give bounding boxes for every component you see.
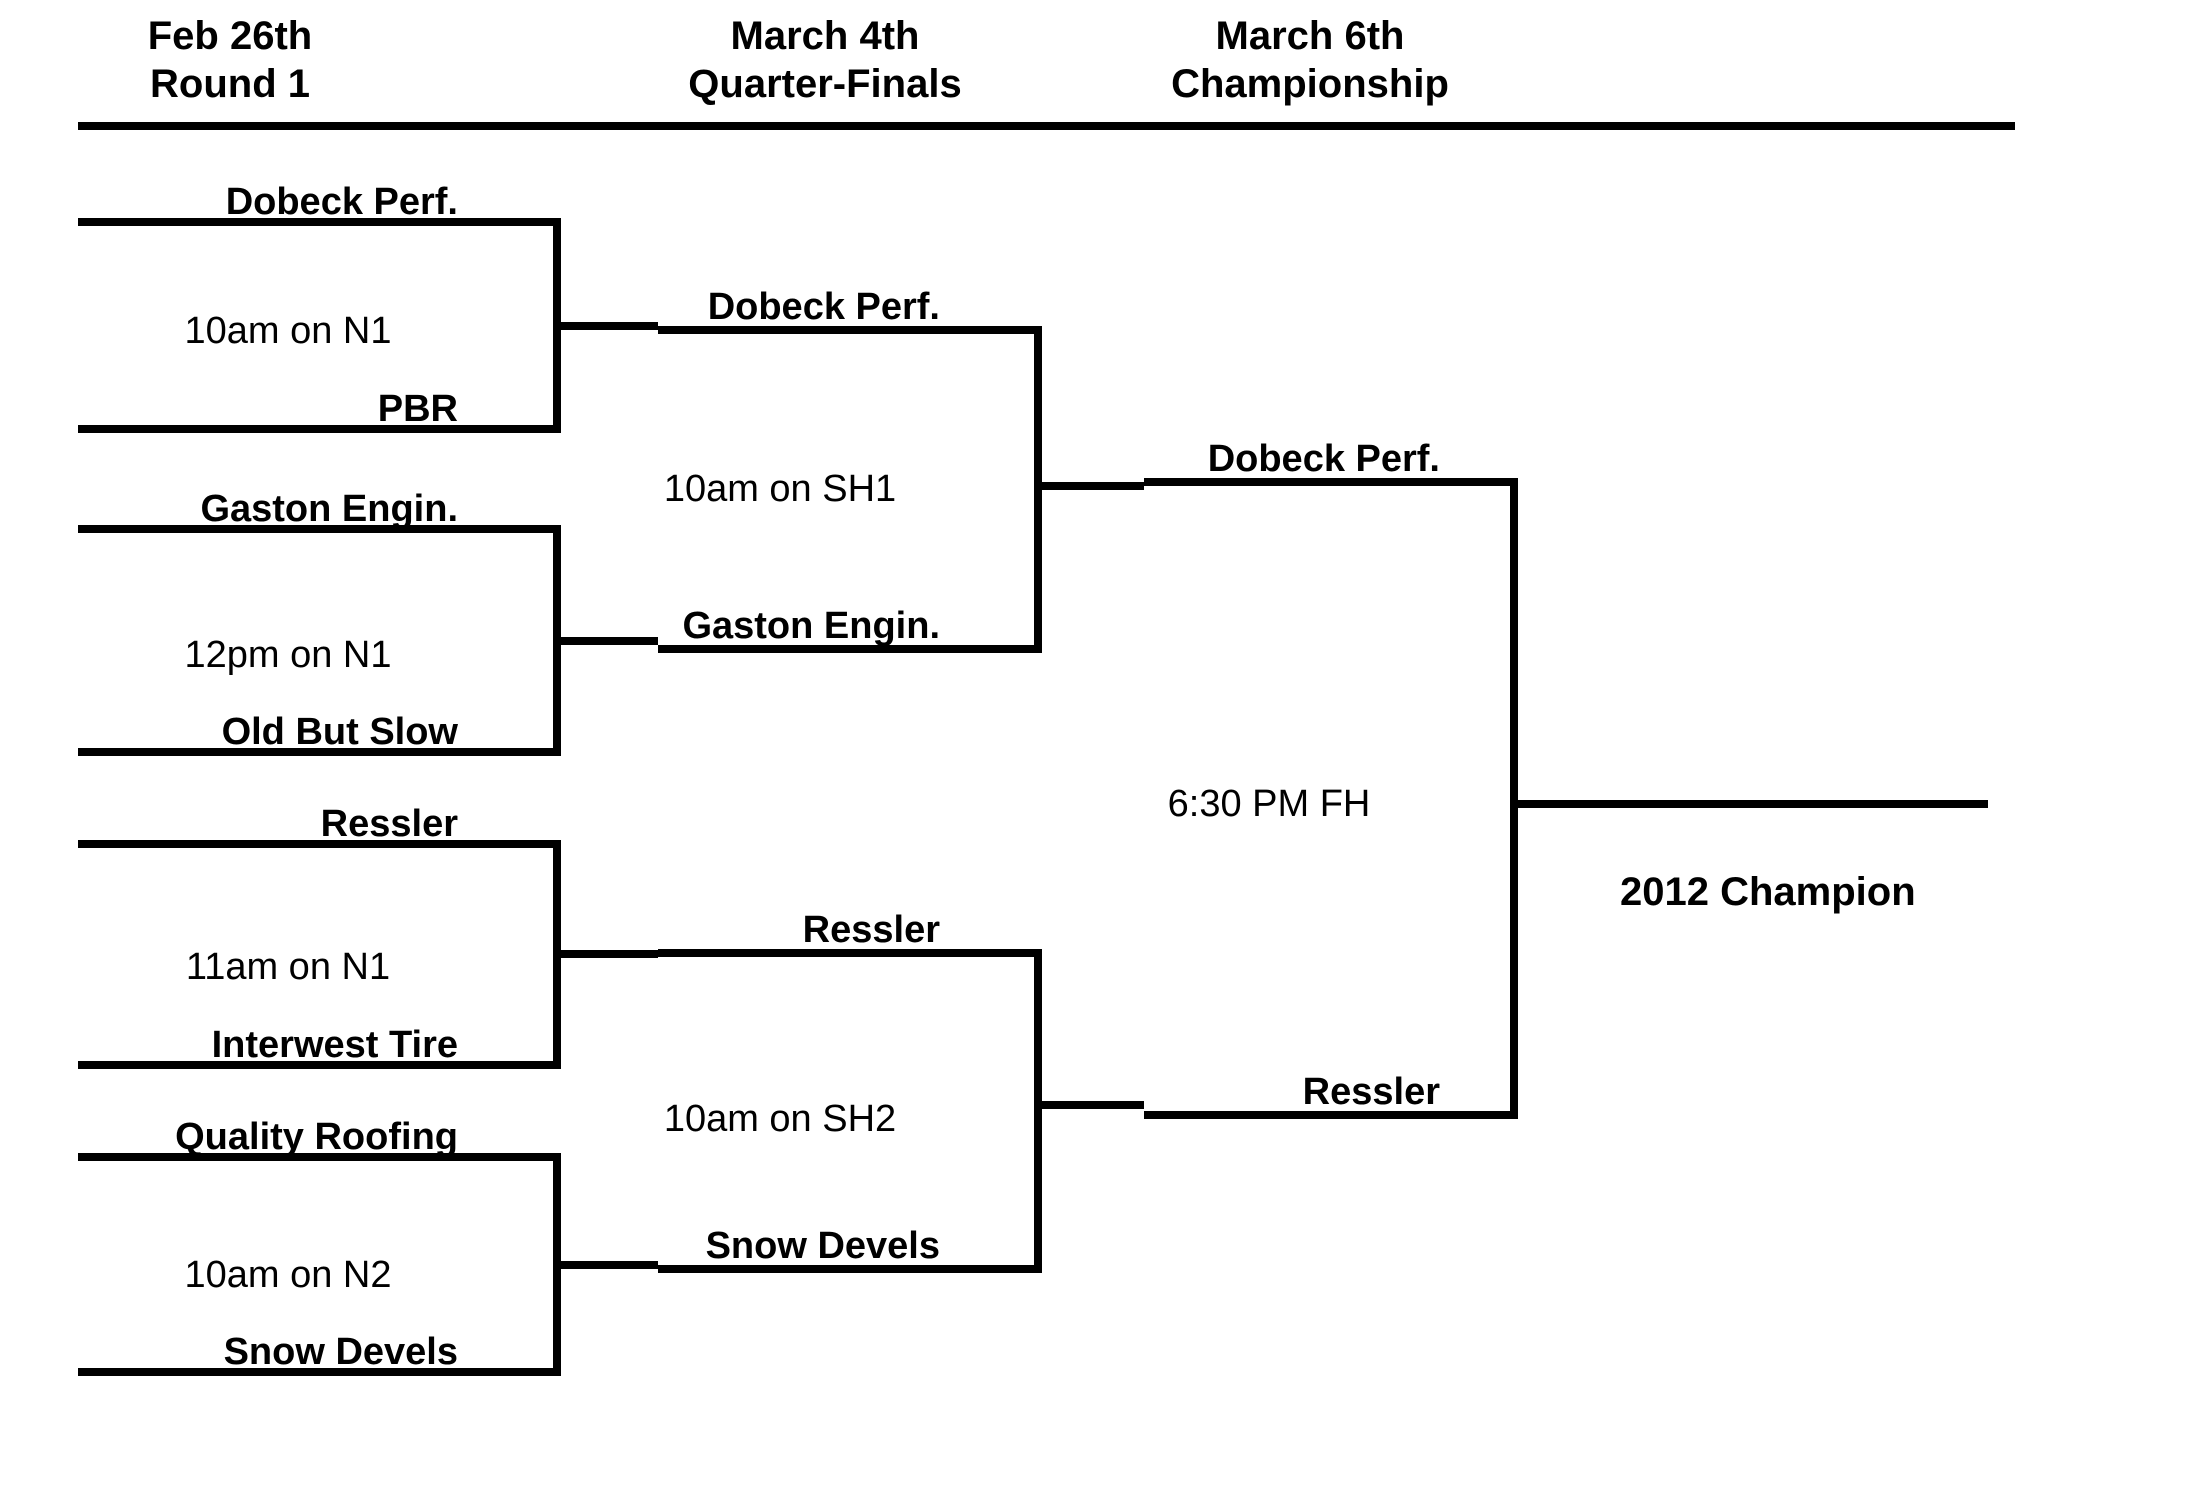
quarterfinal2-feed xyxy=(1034,1101,1144,1109)
championship-team-top: Dobeck Perf. xyxy=(1207,438,1440,480)
championship-team-bottom: Ressler xyxy=(1302,1071,1440,1113)
header-divider-rule xyxy=(78,122,2015,130)
quarterfinal1-rail-top xyxy=(658,326,1042,334)
round-header-3-round: Championship xyxy=(1171,62,1449,106)
round1-match3-time: 11am on N1 xyxy=(185,946,391,988)
round1-match4-team-bottom: Snow Devels xyxy=(223,1331,458,1373)
round1-match2-feed xyxy=(553,637,658,645)
round1-match3-team-top: Ressler xyxy=(320,803,458,845)
round-header-2-date: March 4th xyxy=(730,14,920,58)
round1-match2-team-top: Gaston Engin. xyxy=(200,488,458,530)
championship-spine xyxy=(1510,478,1518,1119)
round1-match2-rail-bottom xyxy=(78,748,561,756)
quarterfinal2-team-top: Ressler xyxy=(802,909,940,951)
round1-match1-time: 10am on N1 xyxy=(184,310,392,352)
quarterfinal1-time: 10am on SH1 xyxy=(663,468,897,510)
round1-match3-team-bottom: Interwest Tire xyxy=(211,1024,458,1066)
round1-match1-rail-bottom xyxy=(78,425,561,433)
round1-match4-time: 10am on N2 xyxy=(184,1254,392,1296)
quarterfinal2-rail-bottom xyxy=(658,1265,1042,1273)
round-header-2: March 4th Quarter-Finals xyxy=(650,12,1000,108)
champion-rail xyxy=(1510,800,1988,808)
round-header-2-round: Quarter-Finals xyxy=(688,62,962,106)
round1-match3-feed xyxy=(553,950,658,958)
round1-match4-feed xyxy=(553,1261,658,1269)
round1-match4-rail-top xyxy=(78,1153,561,1161)
round1-match4-rail-bottom xyxy=(78,1368,561,1376)
quarterfinal2-time: 10am on SH2 xyxy=(663,1098,897,1140)
round-header-1: Feb 26th Round 1 xyxy=(60,12,400,108)
round1-match1-team-bottom: PBR xyxy=(377,388,458,430)
championship-time: 6:30 PM FH xyxy=(1167,783,1371,825)
round-header-1-date: Feb 26th xyxy=(147,14,313,58)
quarterfinal1-rail-bottom xyxy=(658,645,1042,653)
quarterfinal2-spine xyxy=(1034,949,1042,1273)
round1-match2-team-bottom: Old But Slow xyxy=(221,711,458,753)
round-header-3-date: March 6th xyxy=(1215,14,1405,58)
round1-match1-team-top: Dobeck Perf. xyxy=(225,181,458,223)
round1-match3-rail-top xyxy=(78,840,561,848)
round1-match2-time: 12pm on N1 xyxy=(184,634,392,676)
quarterfinal1-feed xyxy=(1034,482,1144,490)
quarterfinal2-rail-top xyxy=(658,949,1042,957)
quarterfinal1-team-bottom: Gaston Engin. xyxy=(682,605,940,647)
round1-match1-rail-top xyxy=(78,218,561,226)
round1-match2-rail-top xyxy=(78,525,561,533)
quarterfinal1-team-top: Dobeck Perf. xyxy=(707,286,940,328)
quarterfinal2-team-bottom: Snow Devels xyxy=(705,1225,940,1267)
round1-match3-rail-bottom xyxy=(78,1061,561,1069)
round-header-1-round: Round 1 xyxy=(150,62,310,106)
champion-label: 2012 Champion xyxy=(1620,870,1916,914)
championship-rail-bottom xyxy=(1144,1111,1518,1119)
championship-rail-top xyxy=(1144,478,1518,486)
round1-match1-feed xyxy=(553,322,658,330)
round1-match4-team-top: Quality Roofing xyxy=(175,1116,458,1158)
round-header-3: March 6th Championship xyxy=(1135,12,1485,108)
